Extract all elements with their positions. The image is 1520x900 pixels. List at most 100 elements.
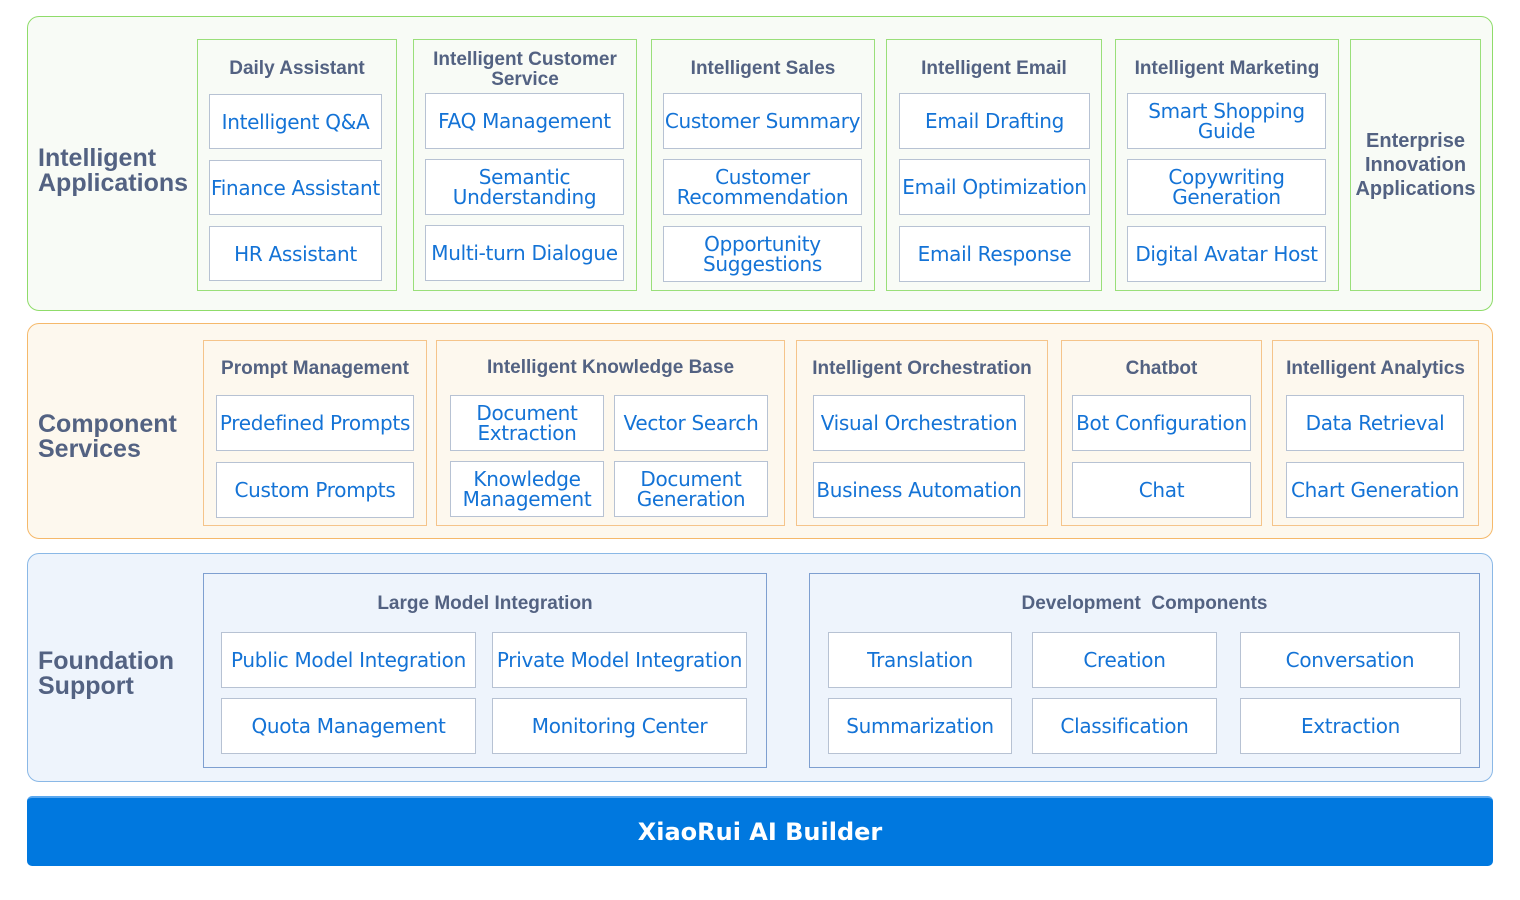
group-title: Intelligent Email — [921, 58, 1067, 79]
item-label: HR Assistant — [234, 241, 357, 266]
layer-title-line: Foundation — [38, 647, 175, 675]
item-label: Email Optimization — [902, 175, 1087, 199]
item-custom-prompts[interactable]: Custom Prompts — [216, 462, 414, 518]
item-label-line: Management — [462, 487, 592, 511]
group-enterprise-innovation-applications[interactable]: Enterprise Innovation Applications — [1350, 39, 1481, 291]
item-finance-assistant[interactable]: Finance Assistant — [209, 160, 382, 215]
group-title-line: Innovation — [1364, 154, 1467, 176]
item-label: Chart Generation — [1290, 478, 1460, 502]
group-title: Development Components — [1021, 593, 1268, 614]
item-label: FAQ Management — [438, 109, 611, 133]
item-label: Visual Orchestration — [820, 411, 1018, 435]
item-chart-generation[interactable]: Chart Generation — [1286, 462, 1464, 518]
item-translation[interactable]: Translation — [828, 632, 1012, 688]
layer-title-line: Applications — [38, 169, 189, 197]
group-title-line: Enterprise — [1366, 130, 1465, 152]
group-title: Intelligent Knowledge Base — [486, 357, 735, 378]
group-title-line: Service — [491, 69, 559, 90]
item-label: Chat — [1138, 478, 1185, 502]
item-business-automation[interactable]: Business Automation — [813, 462, 1025, 518]
item-label: Summarization — [846, 714, 994, 738]
item-label: Digital Avatar Host — [1135, 242, 1318, 266]
item-label: Quota Management — [251, 714, 446, 738]
base-label: XiaoRui AI Builder — [637, 818, 883, 846]
item-label: Public Model Integration — [231, 648, 466, 672]
item-multi-turn-dialogue[interactable]: Multi-turn Dialogue — [425, 225, 624, 281]
item-label-line: Knowledge — [473, 467, 581, 491]
item-label: Monitoring Center — [531, 714, 708, 738]
item-label-line: Opportunity — [704, 232, 821, 256]
item-label-line: Smart Shopping — [1148, 99, 1305, 123]
item-label: Translation — [867, 648, 973, 672]
group-title: Intelligent Orchestration — [812, 358, 1032, 379]
item-label-line: Document — [640, 467, 742, 491]
item-summarization[interactable]: Summarization — [828, 698, 1012, 754]
item-quota-management[interactable]: Quota Management — [221, 698, 476, 754]
xiaorui-ai-builder-base: XiaoRui AI Builder — [27, 796, 1493, 866]
component-services-title: Component Services — [38, 412, 177, 462]
item-label-line: Generation — [1172, 185, 1281, 209]
layer-title-line: Component — [38, 410, 177, 438]
item-extraction[interactable]: Extraction — [1240, 698, 1461, 754]
item-vector-search[interactable]: Vector Search — [614, 395, 768, 451]
item-monitoring-center[interactable]: Monitoring Center — [492, 698, 747, 754]
item-label-line: Guide — [1197, 119, 1256, 143]
item-email-drafting[interactable]: Email Drafting — [899, 93, 1090, 149]
item-digital-avatar-host[interactable]: Digital Avatar Host — [1127, 226, 1326, 282]
item-private-model-integration[interactable]: Private Model Integration — [492, 632, 747, 688]
item-label: Multi-turn Dialogue — [431, 241, 618, 265]
item-chat[interactable]: Chat — [1072, 462, 1251, 518]
item-label: Intelligent Q&A — [221, 109, 370, 134]
item-public-model-integration[interactable]: Public Model Integration — [221, 632, 476, 688]
group-title: Prompt Management — [221, 358, 409, 379]
item-label: Conversation — [1285, 648, 1415, 672]
item-label: Predefined Prompts — [219, 411, 411, 435]
intelligent-applications-title: Intelligent Applications — [38, 146, 188, 196]
item-email-response[interactable]: Email Response — [899, 226, 1090, 282]
item-bot-configuration[interactable]: Bot Configuration — [1072, 395, 1251, 451]
item-label-line: Extraction — [477, 421, 577, 445]
group-title: Daily Assistant — [229, 58, 365, 79]
item-visual-orchestration[interactable]: Visual Orchestration — [813, 395, 1025, 451]
item-label: Data Retrieval — [1305, 411, 1445, 435]
item-label: Customer Summary — [664, 109, 861, 133]
layer-title-line: Intelligent — [38, 144, 157, 172]
foundation-support-title: Foundation Support — [38, 649, 174, 699]
item-label: Email Response — [917, 242, 1072, 266]
item-label: Bot Configuration — [1076, 411, 1247, 435]
item-intelligent-qa[interactable]: Intelligent Q&A — [209, 94, 382, 149]
item-label-line: Recommendation — [676, 185, 849, 209]
item-data-retrieval[interactable]: Data Retrieval — [1286, 395, 1464, 451]
item-faq-management[interactable]: FAQ Management — [425, 93, 624, 149]
item-label-line: Document — [476, 401, 578, 425]
item-label-line: Customer — [715, 165, 810, 189]
layer-title-line: Services — [38, 435, 141, 463]
group-title: Intelligent Customer Service — [414, 50, 636, 90]
item-classification[interactable]: Classification — [1032, 698, 1217, 754]
group-title: Large Model Integration — [377, 593, 593, 614]
item-customer-summary[interactable]: Customer Summary — [663, 93, 862, 149]
item-creation[interactable]: Creation — [1032, 632, 1217, 688]
group-title: Chatbot — [1125, 358, 1198, 379]
item-label: Email Drafting — [925, 109, 1064, 133]
item-label: Extraction — [1300, 714, 1401, 738]
item-conversation[interactable]: Conversation — [1240, 632, 1460, 688]
item-label-line: Suggestions — [703, 252, 822, 276]
item-label-line: Generation — [636, 487, 746, 511]
item-predefined-prompts[interactable]: Predefined Prompts — [216, 395, 414, 451]
item-label: Private Model Integration — [496, 648, 743, 672]
group-title: Intelligent Sales — [690, 58, 836, 79]
group-title: Intelligent Analytics — [1286, 358, 1465, 379]
item-label-line: Semantic — [478, 165, 571, 189]
item-email-optimization[interactable]: Email Optimization — [899, 159, 1090, 215]
item-label: Classification — [1060, 714, 1189, 738]
item-hr-assistant[interactable]: HR Assistant — [209, 226, 382, 281]
